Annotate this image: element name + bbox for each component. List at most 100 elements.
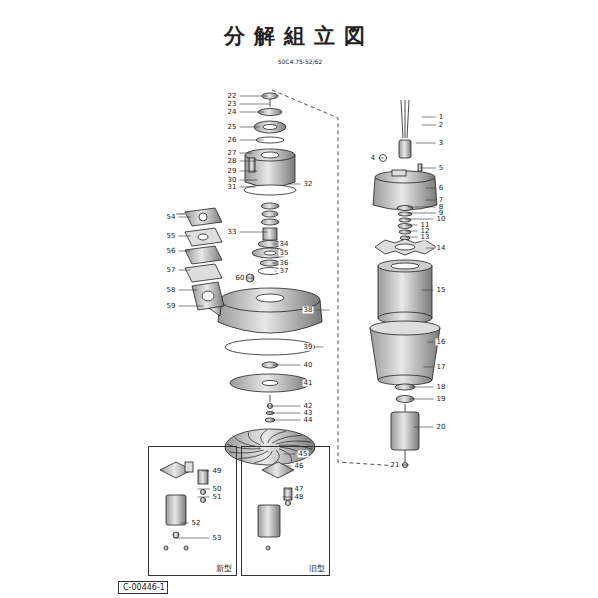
leader-line bbox=[198, 489, 210, 490]
callout-number: 49 bbox=[212, 468, 223, 475]
callout-number: 6 bbox=[438, 185, 444, 192]
callout-number: 10 bbox=[436, 216, 447, 223]
callout-number: 60 bbox=[235, 275, 246, 282]
leader-line bbox=[181, 523, 189, 524]
leader-line bbox=[239, 187, 255, 188]
leader-line bbox=[239, 180, 257, 181]
leader-line bbox=[284, 454, 296, 455]
callout-number: 42 bbox=[303, 403, 314, 410]
callout-number: 5 bbox=[438, 165, 444, 172]
leader-line bbox=[273, 244, 277, 245]
leader-line bbox=[315, 347, 323, 348]
leader-line bbox=[405, 219, 434, 220]
leader-line bbox=[426, 200, 436, 201]
callout-number: 59 bbox=[166, 303, 177, 310]
leader-line bbox=[410, 387, 434, 388]
callout-number: 18 bbox=[436, 384, 447, 391]
leader-line bbox=[286, 466, 292, 467]
callout-number: 46 bbox=[294, 463, 305, 470]
leader-line bbox=[239, 140, 263, 141]
callout-number: 7 bbox=[438, 197, 444, 204]
callout-number: 55 bbox=[166, 233, 177, 240]
leader-line bbox=[239, 96, 267, 97]
callout-number: 27 bbox=[227, 150, 238, 157]
inset-label: 新型 bbox=[216, 565, 232, 573]
leader-line bbox=[426, 188, 436, 189]
callout-number: 26 bbox=[227, 137, 238, 144]
leader-line bbox=[178, 306, 203, 307]
leader-line bbox=[239, 112, 263, 113]
callout-number: 17 bbox=[436, 364, 447, 371]
callout-number: 54 bbox=[166, 214, 177, 221]
leader-line bbox=[405, 237, 418, 238]
callout-number: 14 bbox=[436, 245, 447, 252]
inset-box: 新型 bbox=[148, 446, 237, 576]
callout-number: 39 bbox=[303, 344, 314, 351]
leader-line bbox=[414, 427, 434, 428]
leader-line bbox=[202, 471, 210, 472]
callout-number: 19 bbox=[436, 396, 447, 403]
callout-number: 15 bbox=[436, 287, 447, 294]
leader-line bbox=[271, 420, 301, 421]
leader-line bbox=[178, 251, 190, 252]
callout-number: 41 bbox=[303, 380, 314, 387]
callout-number: 2 bbox=[438, 122, 444, 129]
leader-line bbox=[406, 225, 418, 226]
callout-number: 43 bbox=[303, 410, 314, 417]
callout-number: 57 bbox=[166, 267, 177, 274]
leader-line bbox=[178, 217, 190, 218]
leader-line bbox=[420, 168, 436, 169]
callout-number: 16 bbox=[436, 339, 447, 346]
model-number: 50C4.75-52/62 bbox=[277, 59, 324, 65]
leader-line bbox=[426, 248, 434, 249]
leader-line bbox=[239, 153, 252, 154]
callout-number: 13 bbox=[420, 234, 431, 241]
leader-line bbox=[239, 161, 255, 162]
leader-line bbox=[286, 489, 292, 490]
inset-box: 旧型 bbox=[241, 446, 330, 576]
leader-line bbox=[422, 125, 436, 126]
callout-number: 33 bbox=[227, 229, 238, 236]
leader-line bbox=[178, 236, 190, 237]
callout-number: 3 bbox=[438, 140, 444, 147]
leader-line bbox=[402, 465, 409, 466]
leader-line bbox=[428, 342, 434, 343]
callout-number: 58 bbox=[166, 287, 177, 294]
leader-line bbox=[410, 399, 434, 400]
callout-number: 1 bbox=[438, 114, 444, 121]
callout-number: 44 bbox=[303, 417, 314, 424]
leader-line bbox=[408, 213, 436, 214]
leader-line bbox=[239, 232, 267, 233]
callout-number: 20 bbox=[436, 424, 447, 431]
leader-line bbox=[239, 104, 269, 105]
leader-line bbox=[406, 231, 418, 232]
leader-line bbox=[174, 538, 210, 539]
callout-number: 21 bbox=[390, 462, 401, 469]
callout-number: 36 bbox=[279, 260, 290, 267]
leader-line bbox=[275, 271, 277, 272]
leader-line bbox=[178, 270, 190, 271]
leader-line bbox=[273, 263, 277, 264]
leader-line bbox=[416, 143, 436, 144]
callout-number: 38 bbox=[303, 307, 314, 314]
callout-number: 56 bbox=[166, 248, 177, 255]
callout-number: 24 bbox=[227, 109, 238, 116]
inset-label: 旧型 bbox=[309, 565, 325, 573]
callout-number: 35 bbox=[279, 250, 290, 257]
leader-line bbox=[283, 497, 292, 498]
callout-number: 28 bbox=[227, 158, 238, 165]
callout-number: 52 bbox=[191, 520, 202, 527]
callout-number: 31 bbox=[227, 184, 238, 191]
callout-number: 51 bbox=[212, 494, 223, 501]
leader-line bbox=[273, 365, 301, 366]
callout-number: 22 bbox=[227, 93, 238, 100]
leader-line bbox=[198, 497, 210, 498]
leader-line bbox=[269, 413, 301, 414]
callout-number: 4 bbox=[370, 155, 376, 162]
leader-line bbox=[422, 290, 434, 291]
callout-number: 29 bbox=[227, 168, 238, 175]
leader-line bbox=[424, 367, 434, 368]
callout-number: 34 bbox=[279, 241, 290, 248]
